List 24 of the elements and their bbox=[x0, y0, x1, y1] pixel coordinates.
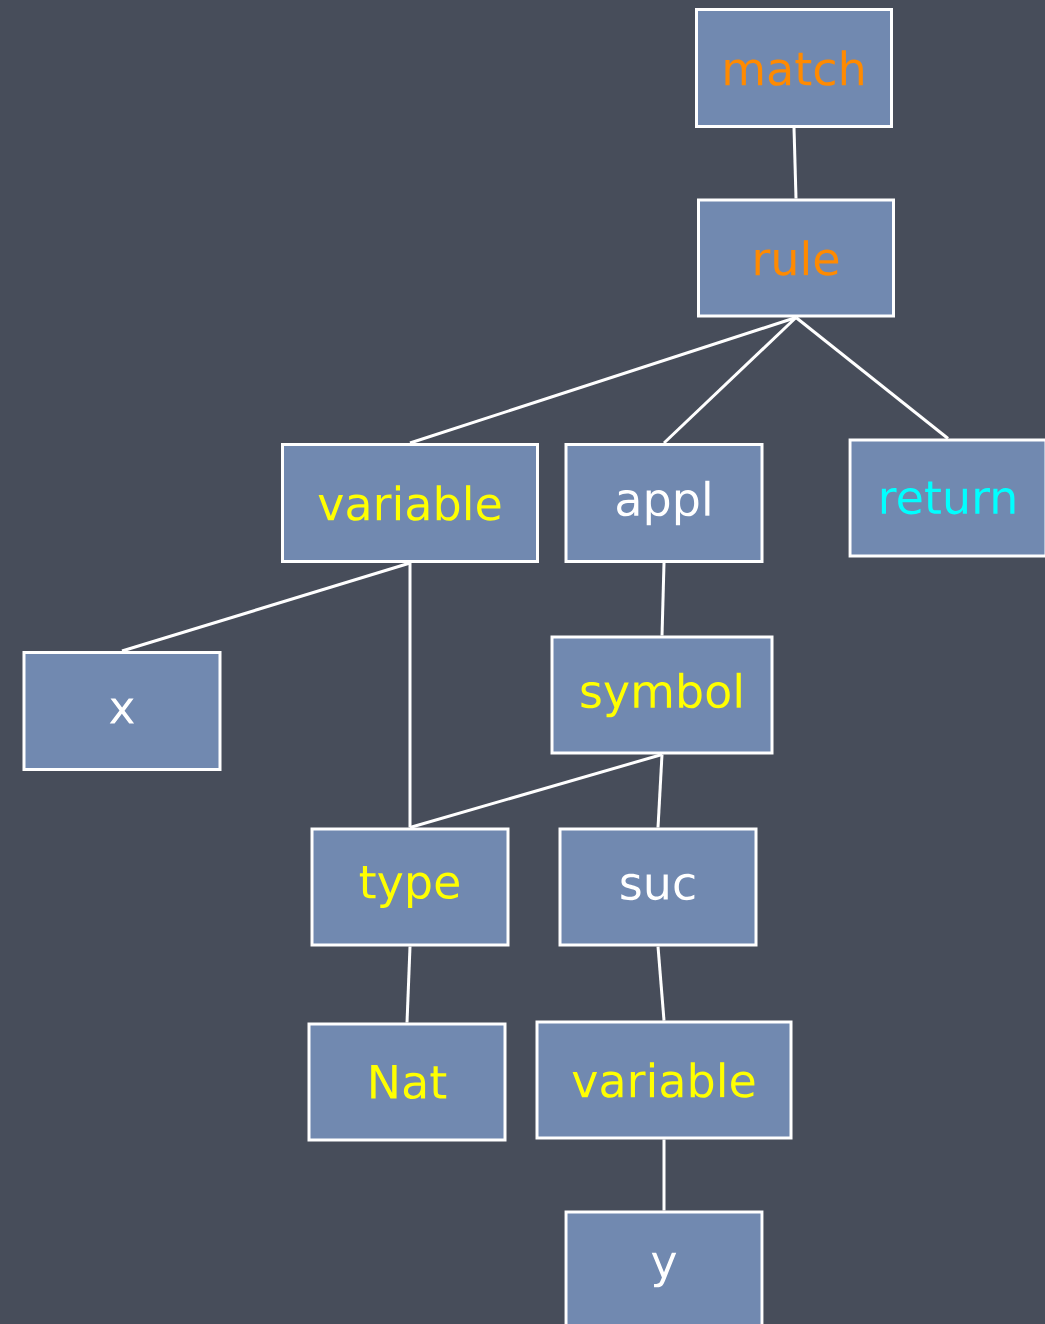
tree-edge bbox=[121, 561, 411, 653]
tree-node-box: match bbox=[695, 8, 893, 128]
tree-node-box: x bbox=[22, 651, 222, 771]
tree-edge bbox=[662, 316, 798, 445]
tree-edge bbox=[656, 754, 664, 828]
tree-node-box: symbol bbox=[550, 635, 774, 755]
tree-edge bbox=[795, 316, 949, 440]
tree-edge bbox=[792, 127, 798, 199]
tree-node-box: return bbox=[848, 438, 1045, 558]
tree-node-box: y bbox=[564, 1210, 764, 1324]
tree-node-box: type bbox=[310, 827, 510, 947]
tree-edge bbox=[662, 1139, 666, 1211]
tree-edge bbox=[656, 946, 666, 1021]
tree-node-box: suc bbox=[558, 827, 758, 947]
tree-edge bbox=[660, 562, 666, 636]
tree-edge bbox=[409, 753, 663, 829]
tree-edge bbox=[409, 316, 797, 445]
tree-edge bbox=[405, 946, 412, 1023]
tree-node-box: Nat bbox=[307, 1022, 507, 1142]
tree-edge bbox=[408, 563, 412, 828]
tree-node-box: rule bbox=[697, 198, 895, 318]
tree-node-box: variable bbox=[535, 1020, 793, 1140]
tree-node-box: variable bbox=[281, 443, 539, 563]
tree-node-box: appl bbox=[564, 443, 764, 563]
